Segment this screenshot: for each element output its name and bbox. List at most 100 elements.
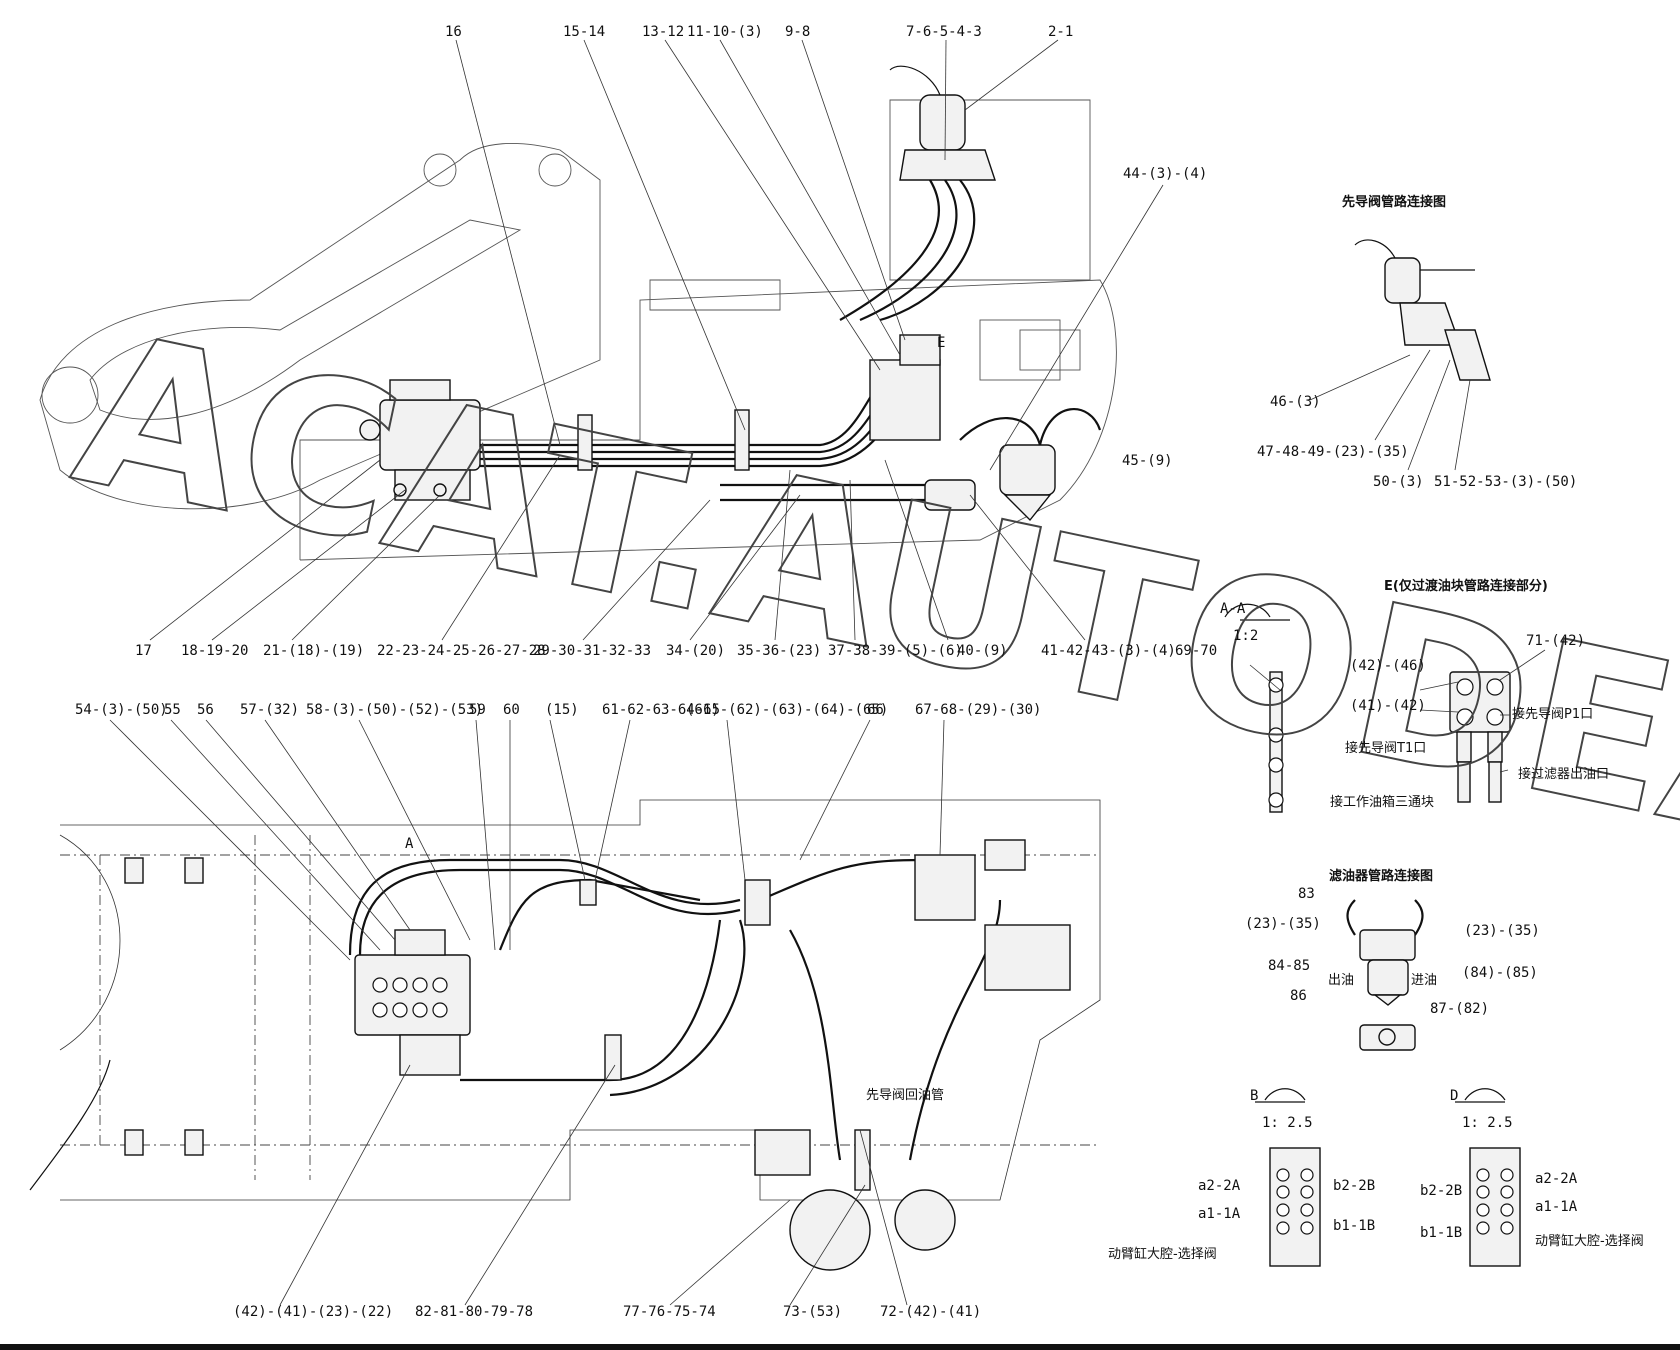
section-aa-label: A-A: [1220, 601, 1246, 617]
to-filter-outlet-label: 接过滤器出油口: [1518, 766, 1609, 782]
view-d-scale: 1: 2.5: [1462, 1115, 1513, 1131]
callout-23-35-left: (23)-(35): [1245, 916, 1321, 932]
callout-58: 58-(3)-(50)-(52)-(53): [306, 702, 483, 718]
callout-37-39: 37-38-39-(5)-(6): [828, 643, 963, 659]
callouts-bottom: 54-(3)-(50) 55 56 57-(32) 58-(3)-(50)-(5…: [75, 702, 1041, 1320]
callout-41-42: (41)-(42): [1350, 698, 1426, 714]
view-d-label: D: [1450, 1088, 1458, 1104]
to-tank-tee-label: 接工作油箱三通块: [1330, 794, 1434, 810]
callout-72: 72-(42)-(41): [880, 1304, 981, 1320]
callout-42-41-23-22: (42)-(41)-(23)-(22): [233, 1304, 393, 1320]
callout-59: 59: [469, 702, 486, 718]
view-b-scale: 1: 2.5: [1262, 1115, 1313, 1131]
section-arrows: [1224, 603, 1506, 1103]
callout-34-20: 34-(20): [666, 643, 725, 659]
view-d-note: 动臂缸大腔-选择阀: [1535, 1233, 1644, 1249]
hoses-bottom: [348, 839, 1071, 1271]
callout-57-32: 57-(32): [240, 702, 299, 718]
filter-top: [959, 408, 1102, 522]
callout-29-33: 29-30-31-32-33: [533, 643, 651, 659]
inlet-label: 进油: [1411, 973, 1437, 988]
to-pilot-t1-label: 接先导阀T1口: [1345, 740, 1426, 756]
callout-54: 54-(3)-(50): [75, 702, 168, 718]
view-d-b1-1b: b1-1B: [1420, 1225, 1462, 1241]
callout-16: 16: [445, 24, 462, 40]
view-d-b2-2b: b2-2B: [1420, 1183, 1462, 1199]
callout-23-35-right: (23)-(35): [1464, 923, 1540, 939]
callout-87-82: 87-(82): [1430, 1001, 1489, 1017]
side-view-machine: [39, 99, 1117, 561]
leader-lines-bottom: [109, 719, 945, 1306]
callout-83: 83: [1298, 886, 1315, 902]
callout-61-65-paren: (61)-(62)-(63)-(64)-(65): [686, 702, 888, 718]
callouts-right: 先导阀管路连接图 46-(3) 47-48-49-(23)-(35) 50-(3…: [1108, 194, 1644, 1262]
section-markers: A E: [405, 335, 945, 852]
block-e-title: E(仅过渡油块管路连接部分): [1384, 578, 1548, 594]
callout-69-70: 69-70: [1175, 643, 1217, 659]
callout-67-68: 67-68-(29)-(30): [915, 702, 1041, 718]
pilot-detail: [1354, 239, 1491, 381]
callout-56: 56: [197, 702, 214, 718]
callout-86: 86: [1290, 988, 1307, 1004]
filter-detail: [1346, 899, 1424, 1051]
main-valve-bottom: [354, 929, 471, 1076]
callout-40-9: 40-(9): [957, 643, 1008, 659]
pilot-return-label: 先导阀回油管: [866, 1088, 944, 1103]
callout-22-28: 22-23-24-25-26-27-28: [377, 643, 546, 659]
view-b-b2-2b: b2-2B: [1333, 1178, 1375, 1194]
view-d-a1-1a: a1-1A: [1535, 1199, 1578, 1215]
hose-bundle-top: [480, 334, 976, 511]
callout-44-3-4: 44-(3)-(4): [1123, 166, 1207, 182]
callout-2-1: 2-1: [1048, 24, 1073, 40]
callout-66: 66: [867, 702, 884, 718]
valve-block-top-left: [359, 379, 481, 501]
callout-41-43: 41-42-43-(3)-(4): [1041, 643, 1176, 659]
leader-lines: [149, 39, 1546, 773]
to-pilot-p1-label: 接先导阀P1口: [1512, 706, 1593, 722]
section-marker-e: E: [937, 335, 945, 351]
callout-15-14: 15-14: [563, 24, 605, 40]
view-b-a1-1a: a1-1A: [1198, 1206, 1241, 1222]
callout-15: (15): [545, 702, 579, 718]
callout-71-42: 71-(42): [1526, 633, 1585, 649]
callout-51-53: 51-52-53-(3)-(50): [1434, 474, 1577, 490]
view-b-note: 动臂缸大腔-选择阀: [1108, 1246, 1217, 1262]
callout-13-12: 13-12: [642, 24, 684, 40]
callout-61-65: 61-62-63-64-65: [602, 702, 720, 718]
view-b-plate: [1269, 1147, 1321, 1267]
view-b-label: B: [1250, 1088, 1258, 1104]
view-d-plate: [1469, 1147, 1521, 1267]
callout-9-8: 9-8: [785, 24, 810, 40]
outlet-label: 出油: [1328, 973, 1354, 988]
callout-73-53: 73-(53): [783, 1304, 842, 1320]
watermark: ACAT.AUTODEALER.RU: [57, 285, 1680, 1075]
joystick-pilot-valve: [839, 65, 996, 322]
callout-50-3: 50-(3): [1373, 474, 1424, 490]
callout-77-74: 77-76-75-74: [623, 1304, 716, 1320]
callout-21-18-19: 21-(18)-(19): [263, 643, 364, 659]
view-b-b1-1b: b1-1B: [1333, 1218, 1375, 1234]
callout-45-9: 45-(9): [1122, 453, 1173, 469]
callout-60: 60: [503, 702, 520, 718]
block-e-detail: [1268, 671, 1511, 813]
callout-55: 55: [164, 702, 181, 718]
callout-42-46: (42)-(46): [1350, 658, 1426, 674]
callout-18-19-20: 18-19-20: [181, 643, 248, 659]
callouts-top: 16 15-14 13-12 11-10-(3) 9-8 7-6-5-4-3 2…: [135, 24, 1207, 659]
callout-46-3: 46-(3): [1270, 394, 1321, 410]
callout-7-6-5-4-3: 7-6-5-4-3: [906, 24, 982, 40]
watermark-text: ACAT.AUTODEALER.RU: [58, 286, 1680, 1074]
filter-detail-title: 滤油器管路连接图: [1329, 868, 1433, 884]
callout-35-36-23: 35-36-(23): [737, 643, 821, 659]
view-d-a2-2a: a2-2A: [1535, 1171, 1578, 1187]
callout-47-49: 47-48-49-(23)-(35): [1257, 444, 1409, 460]
pilot-detail-title: 先导阀管路连接图: [1342, 194, 1446, 210]
callout-17: 17: [135, 643, 152, 659]
view-b-a2-2a: a2-2A: [1198, 1178, 1241, 1194]
callout-82-78: 82-81-80-79-78: [415, 1304, 533, 1320]
callout-84-85-paren: (84)-(85): [1462, 965, 1538, 981]
callout-84-85: 84-85: [1268, 958, 1310, 974]
section-aa-scale: 1:2: [1233, 628, 1258, 644]
callout-11-10-3: 11-10-(3): [687, 24, 763, 40]
